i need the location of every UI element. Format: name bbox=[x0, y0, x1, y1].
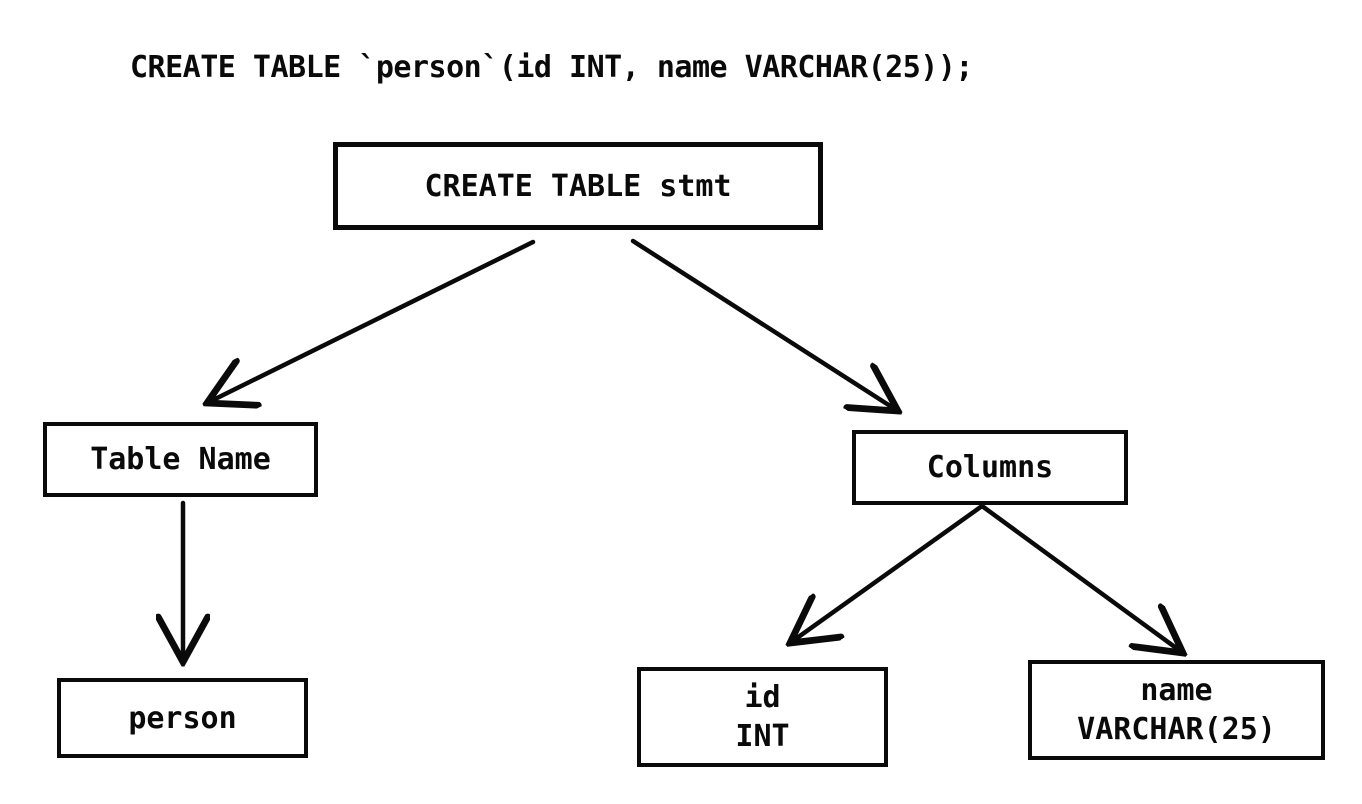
column-id-type: INT bbox=[735, 719, 790, 754]
edge-columns-to-id bbox=[790, 503, 985, 643]
node-column-id: id INT bbox=[637, 667, 888, 767]
node-table-name-label: Table Name bbox=[90, 442, 271, 477]
node-create-table-stmt: CREATE TABLE stmt bbox=[333, 142, 823, 230]
column-name-type: VARCHAR(25) bbox=[1077, 712, 1276, 747]
column-name-name: name bbox=[1140, 673, 1213, 708]
node-create-table-stmt-label: CREATE TABLE stmt bbox=[424, 168, 732, 204]
edge-root-to-columns bbox=[630, 238, 898, 411]
node-person-value: person bbox=[57, 678, 308, 758]
node-person-label: person bbox=[128, 700, 237, 736]
node-columns: Columns bbox=[852, 430, 1128, 505]
edge-columns-to-name bbox=[979, 503, 1183, 653]
node-table-name: Table Name bbox=[43, 422, 318, 497]
column-id-name: id bbox=[744, 680, 781, 715]
node-column-name: name VARCHAR(25) bbox=[1028, 660, 1325, 760]
edge-root-to-table-name bbox=[207, 239, 536, 403]
node-columns-label: Columns bbox=[926, 450, 1054, 485]
sql-statement-text: CREATE TABLE `person`(id INT, name VARCH… bbox=[130, 50, 973, 85]
